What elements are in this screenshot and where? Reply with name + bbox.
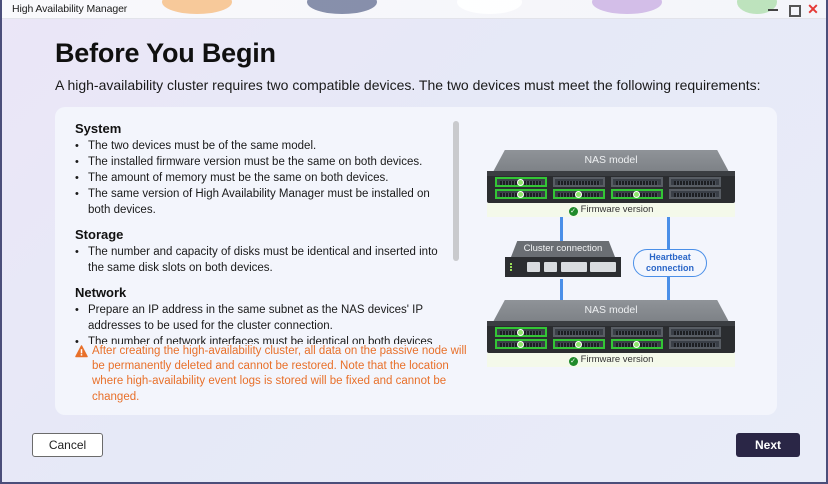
ha-diagram: NAS model ✓Firmware version — [485, 150, 737, 372]
close-button[interactable]: ✕ — [806, 1, 820, 17]
status-led-icon — [510, 263, 512, 271]
connection-line — [667, 277, 670, 301]
nas-model-label: NAS model — [584, 154, 638, 166]
connection-line — [560, 217, 563, 243]
check-icon — [517, 329, 524, 336]
list-item: The two devices must be of the same mode… — [75, 138, 455, 154]
nas-front-panel — [487, 321, 735, 353]
firmware-label: Firmware version — [580, 204, 654, 215]
page-subtitle: A high-availability cluster requires two… — [55, 77, 761, 93]
cluster-switch: Cluster connection — [505, 241, 621, 279]
check-circle-icon: ✓ — [568, 357, 578, 366]
nas-device-top: NAS model ✓Firmware version — [485, 150, 737, 218]
requirements-scroll-area[interactable]: System The two devices must be of the sa… — [75, 121, 455, 344]
disk-bay — [495, 177, 547, 187]
nas-trim — [487, 171, 735, 176]
disk-bay — [669, 177, 721, 187]
minimize-button[interactable] — [766, 3, 780, 16]
nas-trim — [487, 321, 735, 326]
warning-message: After creating the high-availability clu… — [75, 344, 475, 405]
firmware-label: Firmware version — [580, 354, 654, 365]
list-item: The installed firmware version must be t… — [75, 154, 455, 170]
disk-bay — [553, 339, 605, 349]
heartbeat-label-line2: connection — [645, 263, 694, 273]
section-storage: Storage The number and capacity of disks… — [75, 227, 455, 276]
background-decoration — [737, 0, 777, 14]
nas-front-panel — [487, 171, 735, 203]
background-decoration — [162, 0, 232, 14]
section-title: Storage — [75, 227, 124, 242]
disk-bay — [553, 177, 605, 187]
disk-bay — [611, 327, 663, 337]
disk-bay — [553, 189, 605, 199]
connection-line — [560, 279, 563, 301]
check-icon — [517, 191, 524, 198]
list-item: Prepare an IP address in the same subnet… — [75, 302, 455, 334]
disk-bay — [669, 189, 721, 199]
check-icon — [575, 341, 582, 348]
cancel-button[interactable]: Cancel — [32, 433, 103, 457]
section-title: Network — [75, 285, 127, 300]
check-icon — [575, 191, 582, 198]
requirement-list: The number and capacity of disks must be… — [75, 244, 455, 276]
requirement-list: Prepare an IP address in the same subnet… — [75, 302, 455, 344]
disk-bay — [495, 327, 547, 337]
check-icon — [517, 179, 524, 186]
background-decoration — [592, 0, 662, 14]
check-circle-icon: ✓ — [568, 207, 578, 216]
disk-bay — [553, 327, 605, 337]
disk-bay — [611, 189, 663, 199]
section-system: System The two devices must be of the sa… — [75, 121, 455, 218]
nas-model-label: NAS model — [584, 304, 638, 316]
maximize-button[interactable] — [787, 3, 801, 17]
close-icon: ✕ — [807, 1, 819, 17]
nas-device-bottom: NAS model ✓Firmware version — [485, 300, 737, 368]
list-item: The number of network interfaces must be… — [75, 334, 455, 344]
firmware-version-bar: ✓Firmware version — [487, 203, 735, 217]
page-title: Before You Begin — [55, 38, 276, 68]
section-network: Network Prepare an IP address in the sam… — [75, 285, 455, 344]
connection-line — [667, 217, 670, 250]
switch-top: Cluster connection — [511, 241, 615, 257]
nas-chassis-top: NAS model — [493, 300, 729, 322]
check-icon — [633, 191, 640, 198]
disk-bay — [495, 339, 547, 349]
list-item: The number and capacity of disks must be… — [75, 244, 455, 276]
check-icon — [517, 341, 524, 348]
heartbeat-connection-label: Heartbeat connection — [633, 249, 707, 277]
title-bar: High Availability Manager ✕ — [2, 0, 826, 19]
scrollbar-thumb[interactable] — [453, 121, 459, 261]
list-item: The amount of memory must be the same on… — [75, 170, 455, 186]
background-decoration — [457, 0, 522, 14]
list-item: The same version of High Availability Ma… — [75, 186, 455, 218]
disk-bay — [611, 339, 663, 349]
warning-text: After creating the high-availability clu… — [92, 345, 467, 403]
check-icon — [633, 341, 640, 348]
network-port-group — [561, 262, 587, 272]
window-title: High Availability Manager — [12, 3, 128, 15]
switch-front-panel — [505, 257, 621, 277]
heartbeat-label-line1: Heartbeat — [649, 252, 691, 262]
requirements-panel: System The two devices must be of the sa… — [55, 107, 777, 415]
firmware-version-bar: ✓Firmware version — [487, 353, 735, 367]
disk-bay — [495, 189, 547, 199]
disk-bay — [669, 339, 721, 349]
nas-chassis-top: NAS model — [493, 150, 729, 172]
section-title: System — [75, 121, 122, 136]
scrollbar[interactable] — [453, 121, 459, 341]
disk-bay — [669, 327, 721, 337]
requirement-list: The two devices must be of the same mode… — [75, 138, 455, 218]
network-port — [527, 262, 540, 272]
background-decoration — [307, 0, 377, 14]
cluster-connection-label: Cluster connection — [523, 243, 603, 254]
network-port-group — [590, 262, 616, 272]
network-port — [544, 262, 557, 272]
warning-triangle-icon — [75, 345, 88, 358]
next-button[interactable]: Next — [736, 433, 800, 457]
disk-bay — [611, 177, 663, 187]
